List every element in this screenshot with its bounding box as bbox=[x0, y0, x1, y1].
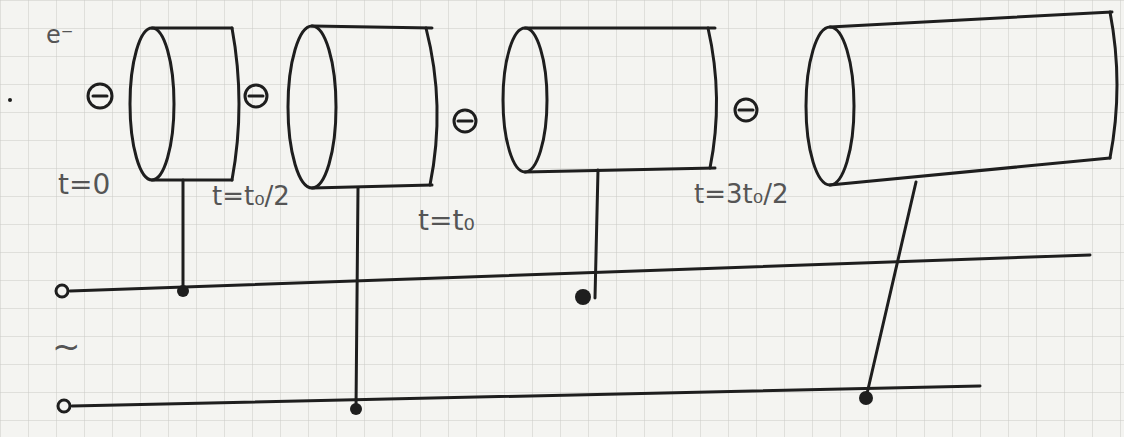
junction-dot bbox=[177, 285, 189, 297]
particle-label: e⁻ bbox=[46, 22, 73, 48]
time-label: t=0 bbox=[58, 170, 110, 201]
electron-symbol bbox=[245, 85, 267, 107]
terminal bbox=[56, 285, 68, 297]
ac-source-symbol: ~ bbox=[52, 328, 81, 365]
stem-wire bbox=[356, 188, 358, 409]
stem-wire bbox=[866, 182, 916, 398]
electron-symbol bbox=[88, 84, 112, 108]
stem-wire bbox=[182, 180, 185, 290]
drift-tube bbox=[130, 28, 239, 180]
time-label: t=3t₀/2 bbox=[694, 180, 788, 209]
time-label: t=t₀/2 bbox=[212, 182, 290, 211]
time-label: t=t₀ bbox=[418, 206, 475, 237]
terminal bbox=[58, 400, 70, 412]
electron-symbol bbox=[454, 110, 476, 132]
stem-wire bbox=[595, 170, 598, 298]
drift-tube bbox=[288, 26, 437, 188]
rail-wire bbox=[70, 255, 1090, 291]
junction-dot bbox=[575, 289, 591, 305]
drift-tube bbox=[806, 12, 1117, 185]
junction-dot bbox=[350, 403, 362, 415]
electron-symbol bbox=[735, 99, 757, 121]
junction-dot bbox=[859, 391, 873, 405]
rail-wire bbox=[72, 386, 980, 406]
drift-tube bbox=[503, 28, 717, 172]
ink-dot bbox=[8, 98, 12, 102]
